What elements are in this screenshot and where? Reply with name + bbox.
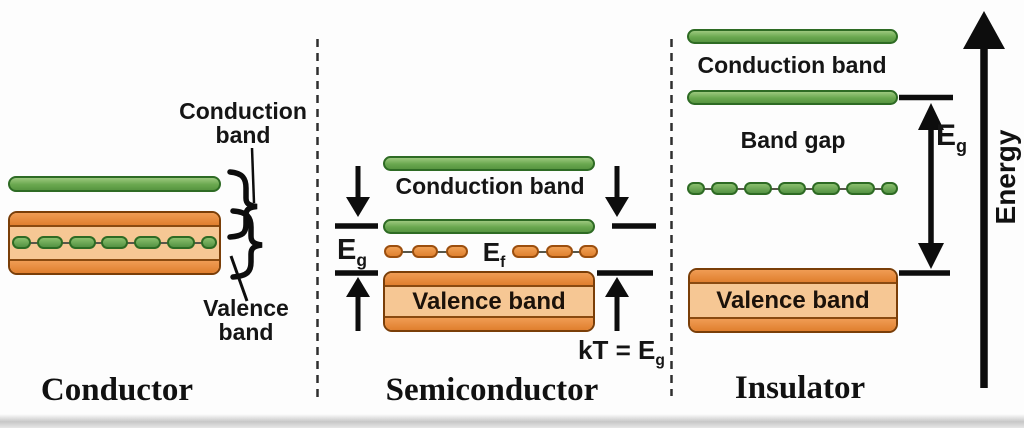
electron-pill [778,182,806,195]
valence-label-line1: Valence [203,295,289,321]
electron-pill [134,236,162,249]
semiconductor-ef-label: Ef [482,237,506,270]
valence-band-top-edge [385,273,593,287]
energy-axis-label: Energy [990,129,1021,225]
semiconductor-fermi-row-right [512,245,598,258]
electron-pill [687,182,705,195]
semiconductor-valence-band-box: Valence band [383,271,595,332]
eg-symbol: E [337,234,357,266]
fermi-electron-pill [579,245,598,258]
semiconductor-kt-label: kT = Eg [578,335,665,368]
fermi-electron-pill [545,245,573,258]
insulator-eg-label: Eg [936,119,967,155]
semiconductor-title: Semiconductor [385,372,599,408]
eg-subscript: g [956,136,968,157]
electron-pill [167,236,196,249]
conduction-band-brace [227,169,258,240]
eg-subscript: g [356,249,367,270]
conduction-label-line1: Conduction [179,98,307,124]
conduction-label-line2: band [215,121,271,148]
energy-axis-arrow-head [963,11,1005,49]
ef-subscript: f [500,254,506,272]
valence-band-interior: Valence band [690,284,896,317]
electron-pill [36,236,63,249]
band-gap-arrow-down-head [918,243,944,269]
conductor-valence-band-box [8,211,221,275]
insulator-conduction-band-label: Conduction band [697,52,887,78]
conductor-valence-band-label: Valence band [203,295,289,345]
electron-pill [812,182,840,195]
insulator-valence-band-label: Valence band [716,286,870,314]
semiconductor-valence-band-label: Valence band [412,287,566,315]
conductor-title: Conductor [40,372,194,408]
electron-pill [200,236,217,249]
valence-band-bottom-edge [10,259,219,273]
conductor-conduction-band-label: Conduction band [179,98,307,148]
conductor-electron-row [12,236,217,249]
valence-band-brace [230,208,263,280]
down-arrow-right-head [605,197,629,217]
valence-label-line2: band [218,318,274,345]
valence-band-interior: Valence band [385,287,593,316]
electron-pill [68,236,96,249]
electron-pill [711,182,738,195]
electron-pill [12,236,31,249]
valence-band-interior [10,227,219,259]
insulator-valence-band-box: Valence band [688,268,898,333]
electron-pill [881,182,898,195]
fermi-electron-pill [512,245,539,258]
insulator-title: Insulator [734,370,866,406]
up-arrow-left-head [346,277,370,297]
kt-subscript: g [655,352,665,370]
valence-band-top-edge [10,213,219,227]
up-arrow-right-head [605,277,629,297]
valence-band-top-edge [690,270,896,284]
insulator-conduction-band-lower-bar [687,90,898,105]
semiconductor-conduction-band-upper-bar [383,156,595,171]
insulator-conduction-band-upper-bar [687,29,898,44]
conductor-conduction-band-bar [8,176,221,192]
down-arrow-left-head [346,197,370,217]
electron-pill [744,182,772,195]
fermi-electron-pill [384,245,403,258]
conduction-label-pointer-line [250,147,256,204]
electron-pill [846,182,875,195]
kt-expression: kT = E [578,335,656,365]
semiconductor-fermi-row-left [384,245,468,258]
bottom-shadow-strip [0,414,1024,428]
fermi-electron-pill [446,245,468,258]
valence-band-bottom-edge [385,316,593,330]
electron-pill [101,236,129,249]
semiconductor-eg-label: Eg [337,234,367,269]
fermi-electron-pill [411,245,438,258]
semiconductor-conduction-band-label: Conduction band [395,173,585,199]
semiconductor-conduction-band-lower-bar [383,219,595,234]
ef-symbol: E [482,237,501,267]
eg-symbol: E [936,119,957,152]
insulator-band-gap-label: Band gap [740,127,846,153]
insulator-electron-row [687,182,898,195]
valence-band-bottom-edge [690,317,896,331]
